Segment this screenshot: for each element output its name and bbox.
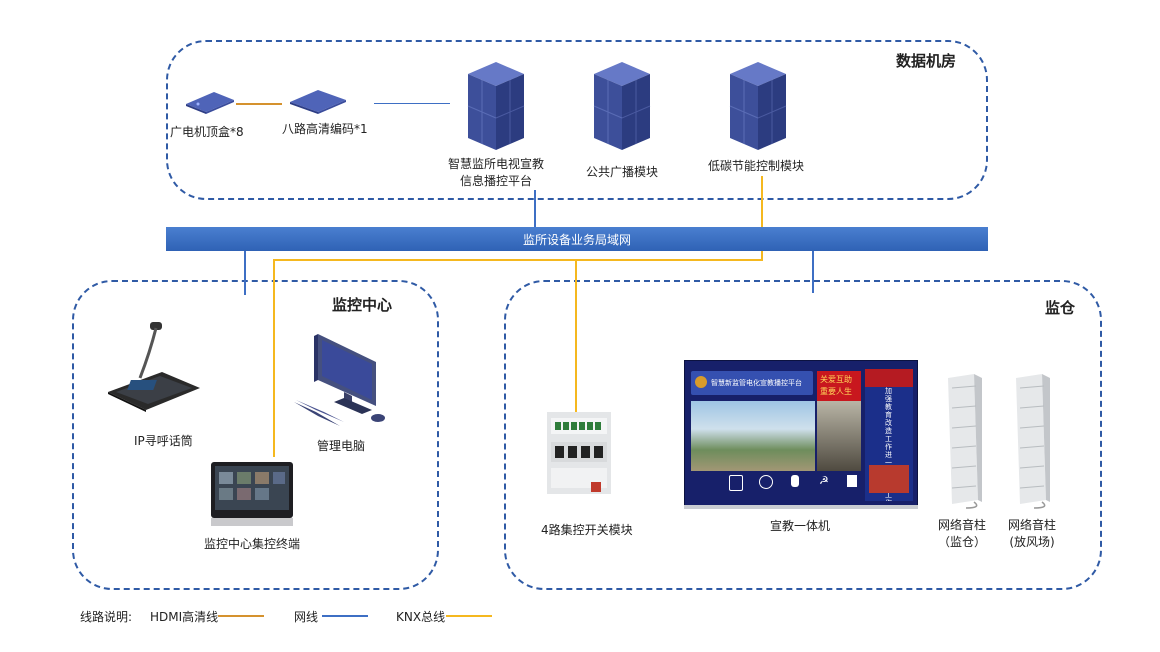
platform-label-line2: 信息播控平台 [459,174,532,188]
speaker-cell-label-line1: 网络音柱 [937,518,986,532]
knx-line-horizontal [273,259,763,261]
control-terminal-icon [211,462,293,526]
data-room-title: 数据机房 [896,52,957,70]
monitor-center-title: 监控中心 [332,296,393,314]
legend-hdmi-label: HDMI高清线 [150,610,219,624]
knx-line-to-terminal [273,259,275,457]
paging-microphone-icon [108,322,200,412]
kiosk-nav-hand-icon [791,475,799,487]
kiosk-side-poster: 加强教育改造工作 进一步提高工作质量 [865,369,913,501]
ethernet-line-platform-lan [534,190,536,228]
kiosk-side-poster-flag [865,369,913,387]
speaker-yard-label-line2: (放风场) [1009,535,1055,549]
kiosk-frame-bottom [684,505,918,509]
kiosk-nav-bar: ☭ [691,473,861,499]
server-icon-broadcast [593,62,651,150]
kiosk-badge-icon [695,376,707,388]
cell-title: 监仓 [1045,299,1076,317]
ethernet-line-monitor-center [244,251,246,295]
kiosk-nav-book-icon [847,475,857,487]
switch-module-icon [547,412,611,494]
encoder-icon [290,90,346,114]
speaker-cell-label: 网络音柱 （监仓） [922,517,1002,551]
pc-label: 管理电脑 [317,439,366,453]
legend-hdmi-swatch [218,615,264,617]
knx-line-to-switch [575,259,577,412]
legend-ethernet-label: 网线 [294,610,319,624]
kiosk-red-banner-text: 关爱互助 重要人生 [820,375,852,396]
kiosk-title-bar [691,371,813,395]
switch-module-label: 4路集控开关模块 [541,523,633,537]
data-room-zone [166,40,988,200]
terminal-label: 监控中心集控终端 [204,537,301,551]
knx-line-energy-down [761,176,763,260]
platform-label-line1: 智慧监所电视宣教 [447,157,544,171]
kiosk-photo-classroom [817,401,861,471]
kiosk-side-poster-police [869,465,909,493]
ip-mic-label: IP寻呼话筒 [134,434,193,448]
ethernet-line-encoder-platform [374,103,450,104]
hdmi-line-stb-encoder [236,103,282,105]
lan-label: 监所设备业务局域网 [522,232,631,247]
speaker-yard-label-line1: 网络音柱 [1007,518,1056,532]
stb-label: 广电机顶盒*8 [170,125,244,139]
legend-ethernet-swatch [322,615,368,617]
platform-label: 智慧监所电视宣教 信息播控平台 [436,156,556,190]
kiosk-screen: 智慧新监管电化宣教播控平台 关爱互助 重要人生 加强教育改造工作 进一步提高工作… [684,360,918,507]
speaker-cell-label-line2: （监仓） [937,535,986,549]
set-top-box-icon [186,92,234,114]
kiosk-photo-building [691,401,815,471]
server-icon-energy [729,62,787,150]
server-icon-platform [467,62,525,150]
cell-zone [504,280,1102,590]
ethernet-line-cell [812,251,814,293]
legend-knx-swatch [446,615,492,617]
kiosk-nav-play-icon [759,475,773,489]
computer-icon [294,334,385,426]
lan-bar: 监所设备业务局域网 [166,227,988,251]
broadcast-label: 公共广播模块 [586,165,659,179]
column-speaker-icon-cell [948,374,982,509]
kiosk-red-banner: 关爱互助 重要人生 [817,371,861,401]
energy-label: 低碳节能控制模块 [708,159,805,173]
kiosk-nav-doc-icon [729,475,743,491]
kiosk-label: 宣教一体机 [770,519,831,533]
column-speaker-icon-yard [1016,374,1050,509]
monitor-center-zone [72,280,439,590]
encoder-label: 八路高清编码*1 [282,122,368,136]
kiosk-nav-party-icon: ☭ [819,474,829,487]
legend-knx-label: KNX总线 [396,610,446,624]
kiosk-title: 智慧新监管电化宣教播控平台 [711,379,802,387]
legend-caption: 线路说明: [80,610,133,624]
speaker-yard-label: 网络音柱 (放风场) [992,517,1072,551]
